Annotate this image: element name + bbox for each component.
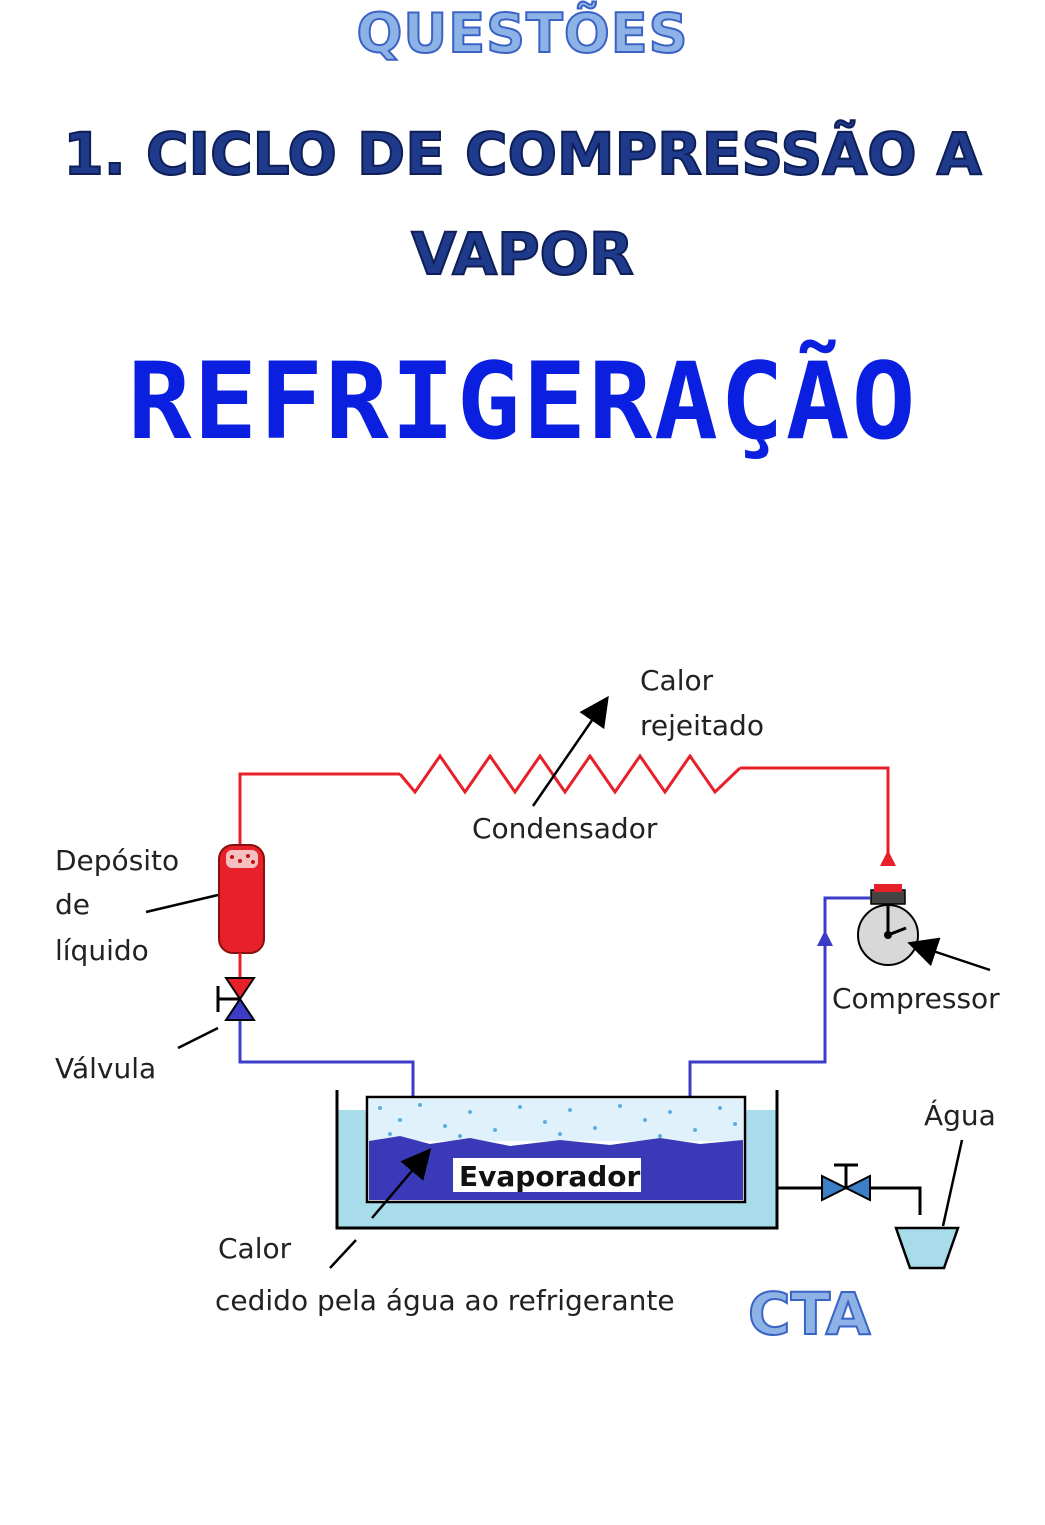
label-evaporador: Evaporador <box>459 1160 641 1193</box>
label-deposito-2: de <box>55 888 90 921</box>
expansion-valve-icon <box>218 978 254 1020</box>
condenser-coil <box>400 756 740 792</box>
up-arrow-blue-icon <box>817 930 833 946</box>
compressor-icon <box>858 884 918 965</box>
label-agua: Água <box>924 1098 996 1132</box>
liquid-receiver-tank <box>219 845 264 978</box>
up-arrow-red-icon <box>880 850 896 866</box>
label-calor-cedido-1: Calor <box>218 1232 292 1265</box>
label-calor-rejeitado-1: Calor <box>640 664 714 697</box>
label-calor-cedido-2: cedido pela água ao refrigerante <box>215 1284 675 1317</box>
label-condensador: Condensador <box>472 812 658 845</box>
label-calor-rejeitado-2: rejeitado <box>640 709 764 742</box>
hot-refrigerant-line <box>240 756 888 862</box>
water-cup-icon <box>896 1228 958 1268</box>
cta-logo-text: CTA <box>748 1280 871 1348</box>
label-deposito-1: Depósito <box>55 844 179 877</box>
water-inlet <box>777 1165 958 1268</box>
evaporator-water-bath <box>337 1090 777 1228</box>
label-deposito-3: líquido <box>55 934 149 967</box>
label-valvula: Válvula <box>55 1052 156 1085</box>
label-compressor: Compressor <box>832 982 1000 1015</box>
